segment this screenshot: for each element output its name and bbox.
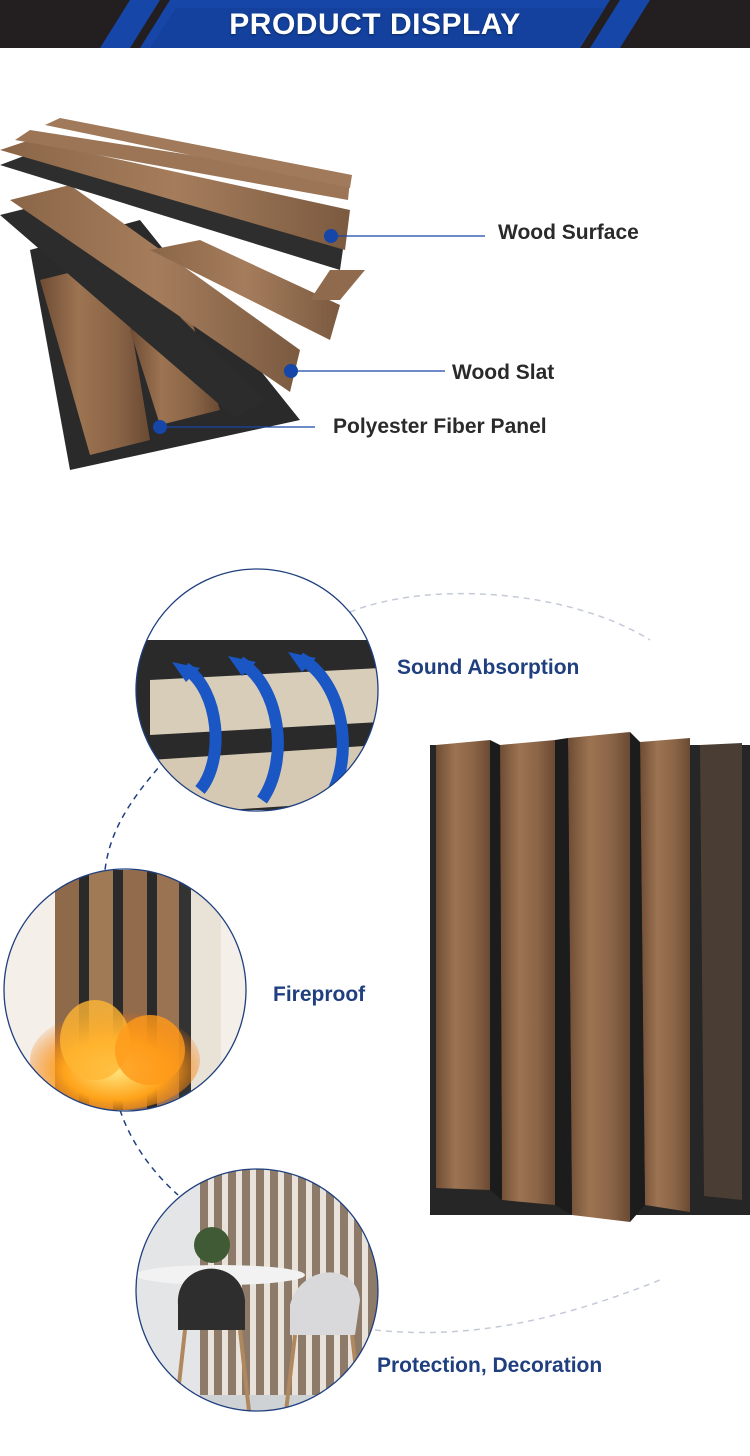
label-fireproof: Fireproof xyxy=(273,983,366,1006)
header-bar: PRODUCT DISPLAY xyxy=(0,0,750,48)
header-title: PRODUCT DISPLAY xyxy=(229,8,521,41)
slat-panel-image xyxy=(430,732,750,1222)
label-protection-decoration: Protection, Decoration xyxy=(377,1354,603,1377)
sound-absorption-image xyxy=(136,569,378,811)
layer-panel-image xyxy=(0,118,365,470)
fireproof-image xyxy=(4,869,246,1111)
label-sound-absorption: Sound Absorption xyxy=(397,656,580,679)
header-band xyxy=(100,0,650,48)
label-wood-surface: Wood Surface xyxy=(498,221,639,244)
label-wood-slat: Wood Slat xyxy=(452,361,555,384)
decoration-room-image xyxy=(136,1169,378,1411)
label-polyester-fiber-panel: Polyester Fiber Panel xyxy=(333,415,547,438)
sound-wave-icon xyxy=(181,662,222,794)
